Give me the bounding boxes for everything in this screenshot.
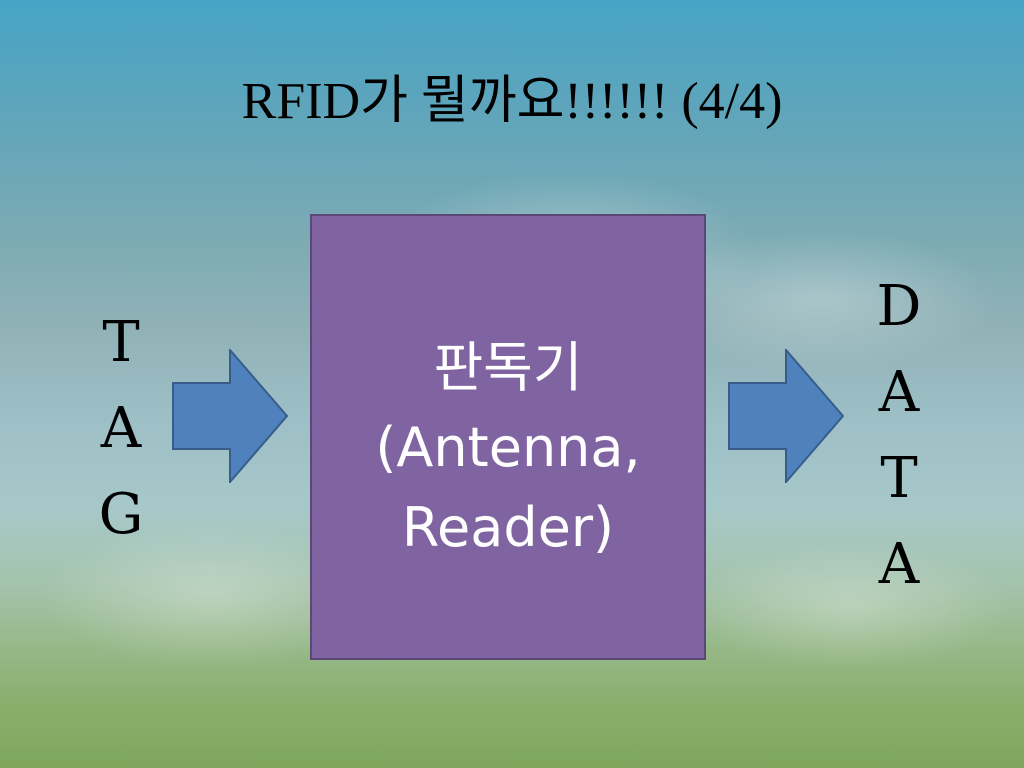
tag-letter: G bbox=[98, 482, 144, 547]
reader-box-line: (Antenna, bbox=[375, 416, 641, 479]
right-arrow-icon bbox=[172, 349, 288, 483]
arrow-shape bbox=[728, 349, 844, 483]
reader-box-text: 판독기 (Antenna, Reader) bbox=[312, 328, 704, 568]
data-letter: T bbox=[880, 446, 918, 511]
tag-letter: A bbox=[100, 396, 142, 461]
reader-box-line: Reader) bbox=[401, 496, 615, 559]
slide-title: RFID가 뭘까요!!!!!! (4/4) bbox=[241, 73, 783, 130]
tag-label: T A G bbox=[86, 300, 156, 558]
data-letter: A bbox=[878, 532, 920, 597]
data-letter: D bbox=[876, 274, 922, 339]
data-label: D A T A bbox=[864, 264, 934, 608]
reader-box-line: 판독기 bbox=[433, 336, 583, 399]
reader-box: 판독기 (Antenna, Reader) bbox=[310, 214, 706, 660]
data-letter: A bbox=[878, 360, 920, 425]
background-cloud bbox=[690, 540, 1010, 670]
right-arrow-icon bbox=[728, 349, 844, 483]
tag-letter: T bbox=[102, 310, 140, 375]
arrow-shape bbox=[172, 349, 288, 483]
